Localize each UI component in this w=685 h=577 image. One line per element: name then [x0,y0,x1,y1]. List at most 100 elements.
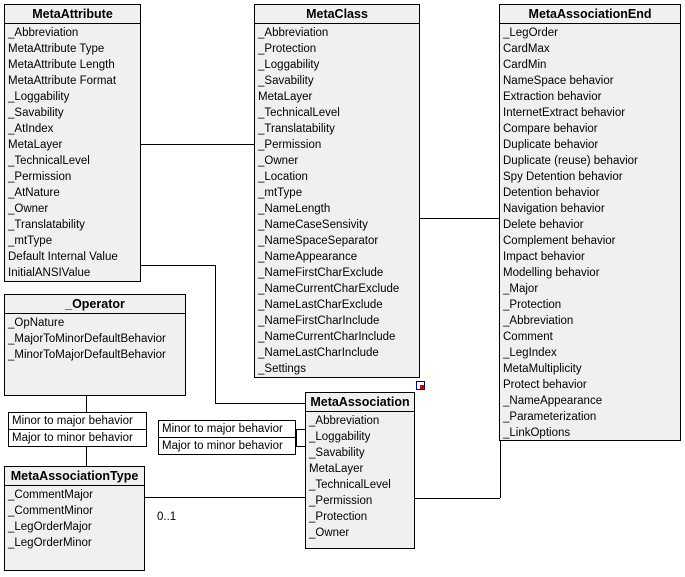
attribute-item: _Protection [258,43,317,55]
class-box-operator[interactable]: _Operator _OpNature _MajorToMinorDefault… [4,294,186,396]
attribute-item: _LegOrder [503,27,558,39]
attribute-item: Compare behavior [503,123,598,135]
attribute-item: _MinorToMajorDefaultBehavior [8,349,166,361]
class-separator [5,485,144,486]
attribute-item: _Abbreviation [503,315,574,327]
attribute-item: _LinkOptions [503,427,571,439]
attribute-item: _Major [503,283,539,295]
class-title-metaclass: MetaClass [306,7,368,21]
class-box-metaassociationend[interactable]: MetaAssociationEnd _LegOrder CardMax Car… [499,4,681,441]
attribute-item: Spy Detention behavior [503,171,623,183]
attribute-item: _Protection [503,299,562,311]
connector-label-minor-major-stub [296,429,306,430]
class-box-metaclass[interactable]: MetaClass _Abbreviation _Protection _Log… [254,4,420,378]
class-box-metaassociationtype[interactable]: MetaAssociationType _CommentMajor _Comme… [4,466,145,571]
connector-metaattribute-metaassociation-seg1 [140,265,215,266]
attribute-item: Complement behavior [503,235,616,247]
class-title-metaattribute: MetaAttribute [32,7,113,21]
attribute-item: MetaLayer [258,91,313,103]
label-minor-to-major-behavior-right[interactable]: Minor to major behavior [158,420,296,438]
attribute-item: _Loggability [8,91,70,103]
attribute-item: _mtType [258,187,303,199]
attribute-item: _NameFirstCharExclude [258,267,384,279]
attribute-item: _Permission [309,495,373,507]
class-separator [5,313,185,314]
class-box-metaassociation[interactable]: MetaAssociation _Abbreviation _Loggabili… [305,392,415,549]
attribute-item: _Abbreviation [8,27,79,39]
attribute-item: _TechnicalLevel [309,479,391,491]
attribute-item: _Owner [309,527,350,539]
attribute-item: _Settings [258,363,306,375]
label-major-to-minor-behavior-right[interactable]: Major to minor behavior [158,437,296,455]
class-box-metaattribute[interactable]: MetaAttribute _Abbreviation MetaAttribut… [4,4,141,282]
attribute-item: _Permission [258,139,322,151]
attribute-item: _NameCurrentCharInclude [258,331,396,343]
attribute-item: _NameCaseSensivity [258,219,368,231]
attribute-item: _CommentMajor [8,489,93,501]
attribute-item: MetaMultiplicity [503,363,582,375]
attribute-item: _Translatability [8,219,85,231]
attribute-item: Delete behavior [503,219,584,231]
class-separator [500,23,680,24]
attribute-item: _MajorToMinorDefaultBehavior [8,333,166,345]
attribute-item: Detention behavior [503,187,600,199]
attribute-item: Duplicate (reuse) behavior [503,155,638,167]
attribute-item: Impact behavior [503,251,585,263]
connector-metaattribute-metaclass [140,144,254,145]
attribute-item: _TechnicalLevel [8,155,90,167]
attribute-item: _OpNature [8,317,65,329]
attribute-item: CardMax [503,43,550,55]
attribute-item: _NameSpaceSeparator [258,235,379,247]
attribute-item: Extraction behavior [503,91,602,103]
attribute-list-metaassociation: _Abbreviation _Loggability _Savability M… [306,412,414,543]
attribute-item: _TechnicalLevel [258,107,340,119]
attribute-item: _NameAppearance [503,395,603,407]
attribute-item: Navigation behavior [503,203,605,215]
attribute-item: MetaAttribute Length [8,59,115,71]
attribute-item: Default Internal Value [8,251,118,263]
attribute-item: MetaLayer [8,139,63,151]
attribute-item: _Location [258,171,308,183]
attribute-item: Duplicate behavior [503,139,599,151]
class-separator [5,23,140,24]
attribute-list-metaassociationtype: _CommentMajor _CommentMinor _LegOrderMaj… [5,486,144,553]
attribute-item: _AtIndex [8,123,54,135]
attribute-item: _Protection [309,511,368,523]
attribute-item: _LegOrderMinor [8,537,92,549]
label-minor-to-major-behavior-left[interactable]: Minor to major behavior [8,412,147,430]
resize-handle-icon[interactable] [416,381,425,390]
attribute-item: _Permission [8,171,72,183]
connector-metaassociationtype-metaassociation [145,497,305,498]
attribute-item: _LegIndex [503,347,557,359]
class-title-metaassociationend: MetaAssociationEnd [528,7,652,21]
label-major-to-minor-behavior-left[interactable]: Major to minor behavior [8,429,147,447]
attribute-item: _NameLength [258,203,331,215]
attribute-item: InitialANSIValue [8,267,91,279]
attribute-list-metaclass: _Abbreviation _Protection _Loggability _… [255,24,419,379]
attribute-item: _Parameterization [503,411,597,423]
attribute-item: _Savability [258,75,314,87]
attribute-item: _Abbreviation [309,415,380,427]
attribute-item: MetaLayer [309,463,364,475]
attribute-list-operator: _OpNature _MajorToMinorDefaultBehavior _… [5,314,185,365]
attribute-item: _CommentMinor [8,505,93,517]
attribute-item: _LegOrderMajor [8,521,92,533]
class-separator [306,411,414,412]
connector-label-major-minor-stub [296,446,306,447]
connector-metaclass-metaassociationend [420,218,499,219]
connector-metaattribute-metaassociation-seg2 [215,265,216,403]
attribute-item: InternetExtract behavior [503,107,626,119]
attribute-item: _NameAppearance [258,251,358,263]
attribute-item: NameSpace behavior [503,75,614,87]
attribute-item: _NameFirstCharInclude [258,315,380,327]
class-title-metaassociation: MetaAssociation [310,395,410,409]
attribute-item: _Savability [8,107,64,119]
attribute-item: _NameLastCharExclude [258,299,383,311]
connector-metaassociation-metaassociationend-seg2 [500,441,501,498]
attribute-item: _Loggability [258,59,320,71]
connector-metaassociation-metaassociationend-seg1 [415,498,500,499]
attribute-list-metaassociationend: _LegOrder CardMax CardMin NameSpace beha… [500,24,680,443]
attribute-item: Comment [503,331,553,343]
attribute-item: _Owner [8,203,49,215]
attribute-list-metaattribute: _Abbreviation MetaAttribute Type MetaAtt… [5,24,140,283]
